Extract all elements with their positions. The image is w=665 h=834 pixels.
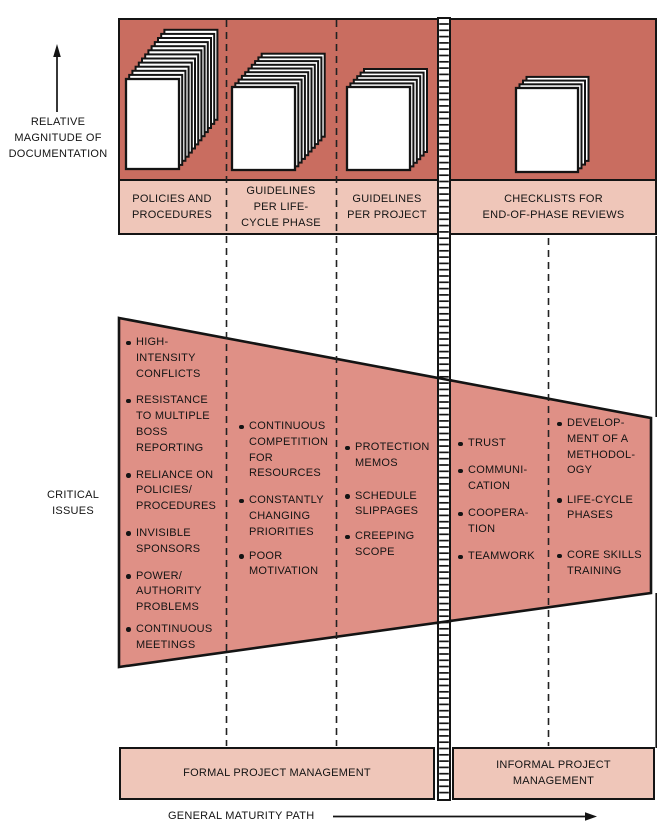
informal-pm-box: INFORMAL PROJECT MANAGEMENT (452, 747, 655, 800)
issue-item: PROTECTION MEMOS (345, 440, 445, 472)
issue-item: RESISTANCE TO MULTIPLE BOSS REPORTING (126, 393, 232, 456)
documentation-band-dark (120, 20, 655, 181)
issue-item: RELIANCE ON POLICIES/ PROCEDURES (126, 468, 232, 515)
issue-item: CONTINUOUS MEETINGS (126, 622, 232, 654)
issue-item: COMMUNI- CATION (458, 463, 558, 495)
issue-item: CORE SKILLS TRAINING (557, 548, 655, 580)
maturity-path-label: GENERAL MATURITY PATH (168, 810, 315, 822)
issue-item: POWER/ AUTHORITY PROBLEMS (126, 569, 232, 616)
band-label-checklists: CHECKLISTS FOR END-OF-PHASE REVIEWS (482, 193, 625, 221)
issues-column-1: HIGH- INTENSITY CONFLICTS RESISTANCE TO M… (126, 335, 232, 665)
issues-column-5: DEVELOP- MENT OF A METHODOL- OGY LIFE-CYC… (557, 416, 655, 593)
issue-item: CONSTANTLY CHANGING PRIORITIES (239, 493, 347, 540)
issue-item: INVISIBLE SPONSORS (126, 526, 232, 558)
issue-item: LIFE-CYCLE PHASES (557, 493, 655, 525)
issues-column-3: PROTECTION MEMOS SCHEDULE SLIPPAGES CREEPI… (345, 440, 445, 578)
issues-column-2: CONTINUOUS COMPETITION FOR RESOURCES CONS… (239, 419, 347, 591)
issue-item: CONTINUOUS COMPETITION FOR RESOURCES (239, 419, 347, 482)
band-label-policies-procedures: POLICIES AND PROCEDURES (131, 193, 213, 221)
issue-item: CREEPING SCOPE (345, 529, 445, 561)
issues-column-4: TRUST COMMUNI- CATION COOPERA- TION TEAMWOR… (458, 436, 558, 577)
issue-item: TRUST (458, 436, 558, 452)
maturity-path-arrow-icon (333, 812, 597, 821)
issue-item: DEVELOP- MENT OF A METHODOL- OGY (557, 416, 655, 479)
issue-item: TEAMWORK (458, 549, 558, 565)
issue-item: COOPERA- TION (458, 506, 558, 538)
issue-item: SCHEDULE SLIPPAGES (345, 489, 445, 521)
formal-pm-box: FORMAL PROJECT MANAGEMENT (119, 747, 435, 800)
issue-item: POOR MOTIVATION (239, 549, 347, 581)
band-label-guidelines-project: GUIDELINES PER PROJECT (347, 193, 427, 221)
issue-item: HIGH- INTENSITY CONFLICTS (126, 335, 232, 382)
critical-issues-label: CRITICAL ISSUES (46, 489, 100, 517)
doc-magnitude-label: RELATIVE MAGNITUDE OF DOCUMENTATION (8, 116, 108, 160)
band-label-guidelines-lifecycle: GUIDELINES PER LIFE- CYCLE PHASE (241, 185, 321, 229)
doc-magnitude-up-arrow-icon (53, 44, 61, 112)
